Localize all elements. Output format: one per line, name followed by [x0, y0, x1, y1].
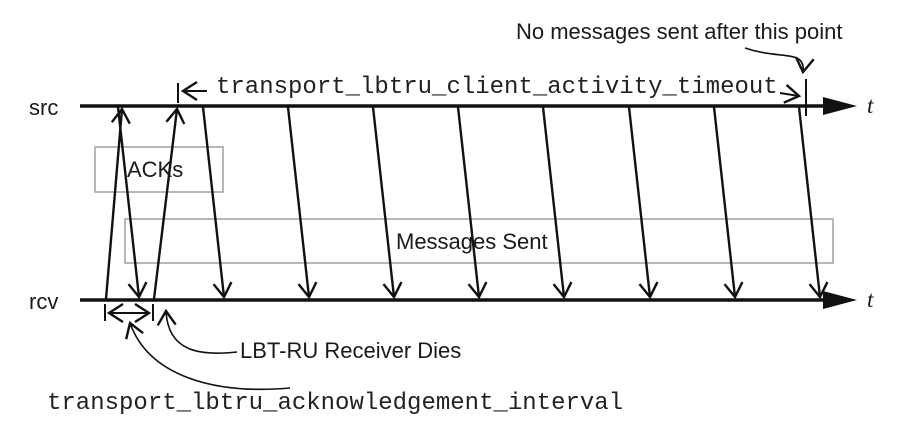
message-arrow — [116, 106, 148, 300]
message-arrow — [541, 106, 573, 300]
rcv-label: rcv — [29, 289, 59, 314]
acks-box — [94, 146, 224, 193]
message-arrow — [627, 106, 659, 300]
ack-arrows — [104, 106, 186, 300]
timeout-label: transport_lbtru_client_activity_timeout — [216, 74, 778, 101]
acks-box-label: ACKs — [127, 157, 184, 182]
ack-interval-leader-arrow — [125, 320, 291, 391]
src-timeline-arrowhead — [823, 97, 857, 115]
time-axis-label-src: t — [867, 93, 874, 118]
message-arrow — [712, 106, 744, 300]
message-arrows — [116, 106, 829, 300]
ack-arrow — [104, 106, 131, 300]
message-arrow — [286, 106, 318, 300]
receiver-dies-label: LBT-RU Receiver Dies — [240, 338, 462, 363]
message-arrow — [456, 106, 488, 300]
time-axis-label-rcv: t — [867, 287, 874, 312]
message-arrow — [371, 106, 403, 300]
no-messages-leader-arrow — [744, 47, 815, 75]
rcv-timeline-arrowhead — [823, 291, 857, 309]
receiver-dies-leader-arrow — [156, 308, 238, 355]
timeout-start-marker — [177, 80, 207, 103]
src-label: src — [29, 95, 59, 120]
messages-sent-box — [124, 218, 834, 264]
src-timeline — [80, 97, 857, 115]
ack-interval-measure — [104, 302, 154, 324]
rcv-timeline — [80, 291, 857, 309]
message-arrow — [201, 106, 233, 300]
ack-interval-label: transport_lbtru_acknowledgement_interval — [47, 390, 624, 417]
message-arrow — [797, 106, 829, 300]
messages-sent-label: Messages Sent — [396, 229, 548, 254]
timeout-end-marker — [779, 79, 807, 116]
ack-arrow — [152, 106, 186, 300]
no-messages-annotation: No messages sent after this point — [516, 19, 843, 44]
